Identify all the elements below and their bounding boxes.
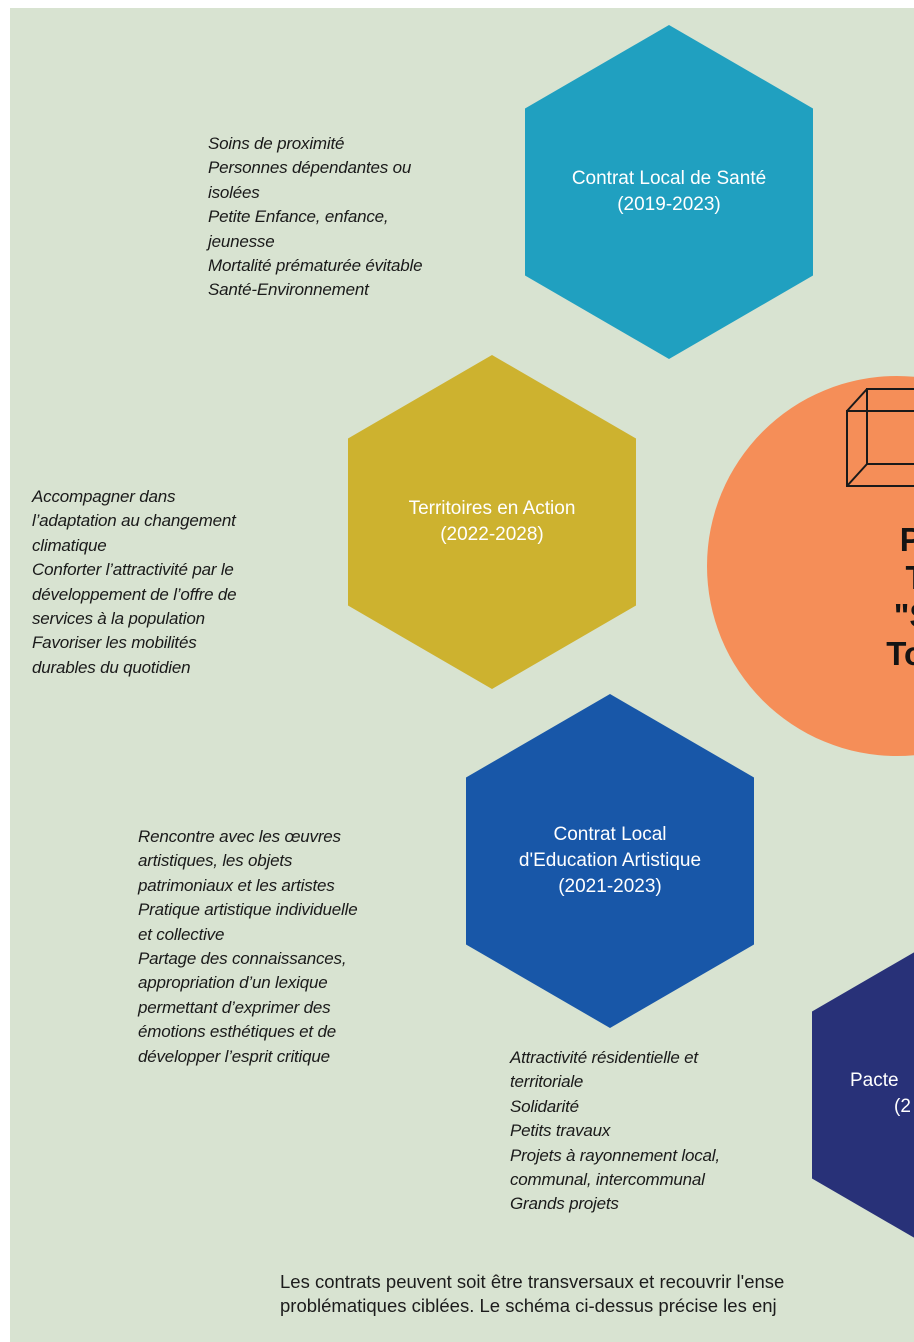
list-item: Petite Enfance, enfance, bbox=[208, 207, 389, 227]
list-item: territoriale bbox=[510, 1072, 584, 1092]
list-item: durables du quotidien bbox=[32, 657, 191, 677]
footnote: Les contrats peuvent soit être transvers… bbox=[280, 1271, 785, 1316]
hex-period: (2 bbox=[894, 1096, 911, 1117]
hex-title: Pacte bbox=[850, 1070, 899, 1091]
list-item: Solidarité bbox=[510, 1096, 579, 1116]
territoires-objectives-list: Accompagner dans l’adaptation au changeme… bbox=[32, 485, 237, 680]
list-item: appropriation d’un lexique bbox=[138, 973, 328, 993]
hex-period: (2021-2023) bbox=[558, 876, 662, 897]
hex-title: Territoires en Action bbox=[408, 498, 576, 519]
hex-title-line2: d'Education Artistique bbox=[518, 850, 702, 871]
list-item: l’adaptation au changement bbox=[32, 511, 236, 531]
cube-icon bbox=[846, 388, 914, 487]
list-item: artistiques, les objets bbox=[138, 851, 293, 871]
list-item: développer l’esprit critique bbox=[138, 1046, 330, 1066]
list-item: développement de l’offre de bbox=[32, 584, 237, 604]
contrat-local-sante-hexagon: Contrat Local de Santé (2019-2023) bbox=[525, 25, 813, 359]
list-item: Rencontre avec les œuvres bbox=[138, 827, 341, 846]
list-item: Partage des connaissances, bbox=[138, 949, 347, 969]
list-item: isolées bbox=[208, 182, 260, 202]
list-item: Mortalité prématurée évitable bbox=[208, 256, 423, 276]
list-item: Grands projets bbox=[510, 1194, 619, 1214]
list-item: permettant d’exprimer des bbox=[138, 997, 331, 1017]
hex-period: (2022-2028) bbox=[440, 524, 544, 545]
education-objectives-list: Rencontre avec les œuvres artistiques, le… bbox=[138, 825, 358, 1069]
pacte-hexagon: Pacte (2 bbox=[812, 928, 914, 1262]
hex-title: Contrat Local de Santé bbox=[571, 168, 767, 189]
list-item: Attractivité résidentielle et bbox=[510, 1048, 698, 1067]
list-item: Santé-Environnement bbox=[208, 280, 369, 300]
projet-territoire-title: Proje Terri "Sync Tonner bbox=[886, 521, 914, 672]
list-item: Favoriser les mobilités bbox=[32, 633, 197, 653]
list-item: Soins de proximité bbox=[208, 134, 345, 153]
list-item: Accompagner dans bbox=[32, 487, 176, 506]
list-item: jeunesse bbox=[208, 231, 275, 251]
hex-title: Contrat Local bbox=[553, 824, 667, 845]
territoires-en-action-hexagon: Territoires en Action (2022-2028) bbox=[348, 355, 636, 689]
list-item: Projets à rayonnement local, bbox=[510, 1145, 720, 1165]
list-item: patrimoniaux et les artistes bbox=[138, 875, 335, 895]
hex-period: (2019-2023) bbox=[617, 194, 721, 215]
list-item: Personnes dépendantes ou bbox=[208, 158, 412, 178]
list-item: Petits travaux bbox=[510, 1121, 611, 1141]
list-item: Pratique artistique individuelle bbox=[138, 900, 358, 920]
list-item: et collective bbox=[138, 924, 225, 944]
list-item: communal, intercommunal bbox=[510, 1170, 705, 1190]
pacte-objectives-list: Attractivité résidentielle et territorial… bbox=[510, 1046, 720, 1217]
list-item: émotions esthétiques et de bbox=[138, 1022, 336, 1042]
list-item: services à la population bbox=[32, 609, 205, 629]
list-item: climatique bbox=[32, 535, 107, 555]
contrat-education-artistique-hexagon: Contrat Local d'Education Artistique (20… bbox=[466, 694, 754, 1028]
projet-territoire-circle: Proje Terri "Sync Tonner bbox=[707, 376, 914, 756]
list-item: Conforter l’attractivité par le bbox=[32, 560, 234, 580]
